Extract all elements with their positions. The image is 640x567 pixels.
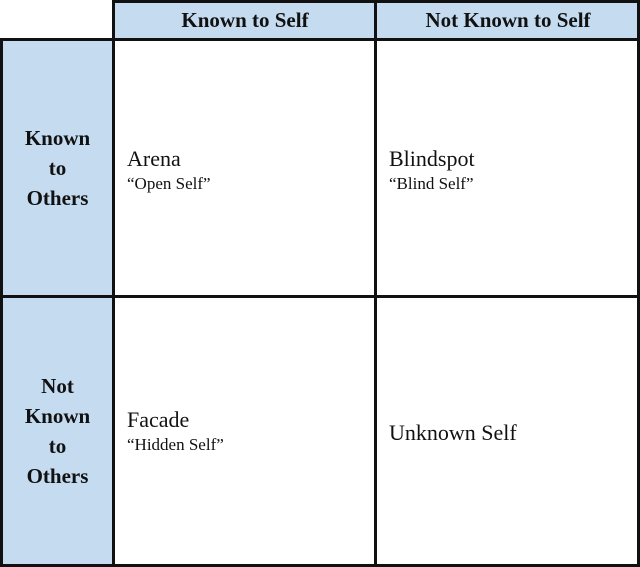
divider: [637, 0, 640, 567]
column-label: Known to Self: [181, 8, 309, 32]
quadrant-arena: Arena “Open Self”: [127, 146, 211, 194]
row-label-line: to: [48, 156, 67, 180]
divider: [374, 0, 377, 567]
column-header-not-known-to-self: Not Known to Self: [376, 1, 640, 40]
row-label-line: Known: [24, 404, 91, 428]
row-label-line: Known: [24, 126, 91, 150]
quadrant-unknown-self: Unknown Self: [389, 420, 517, 446]
quadrant-facade: Facade “Hidden Self”: [127, 407, 224, 455]
row-label-line: Not: [41, 374, 74, 398]
column-header-known-to-self: Known to Self: [114, 1, 376, 40]
quadrant-subtitle: “Open Self”: [127, 174, 211, 193]
quadrant-title: Facade: [127, 407, 190, 432]
quadrant-subtitle: “Blind Self”: [389, 174, 474, 193]
row-label-line: Others: [26, 464, 89, 488]
quadrant-subtitle: “Hidden Self”: [127, 435, 224, 454]
divider: [0, 38, 640, 41]
quadrant-title: Blindspot: [389, 146, 475, 171]
quadrant-title: Arena: [127, 146, 181, 171]
divider: [0, 564, 640, 567]
quadrant-title: Unknown Self: [389, 420, 517, 445]
divider: [112, 0, 115, 567]
row-label-line: Others: [26, 186, 89, 210]
row-label-line: to: [48, 434, 67, 458]
divider: [0, 38, 3, 567]
divider: [0, 295, 640, 298]
column-label: Not Known to Self: [425, 8, 591, 32]
quadrant-blindspot: Blindspot “Blind Self”: [389, 146, 475, 194]
